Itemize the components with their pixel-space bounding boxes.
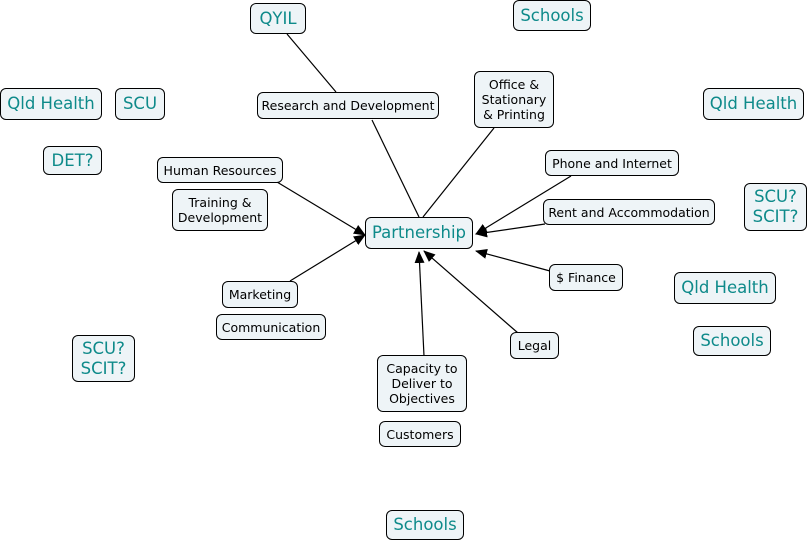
node-rent-and-accommodation[interactable]: Rent and Accommodation — [543, 199, 715, 225]
node-legal[interactable]: Legal — [510, 332, 559, 359]
node-finance[interactable]: $ Finance — [549, 264, 623, 291]
node-customers[interactable]: Customers — [379, 421, 461, 447]
node-communication[interactable]: Communication — [216, 314, 326, 340]
link-qyil-research — [286, 33, 337, 93]
link-office-partnership — [422, 127, 495, 218]
node-qld-health-right-mid[interactable]: Qld Health — [674, 272, 776, 304]
node-partnership[interactable]: Partnership — [365, 217, 473, 249]
arrow-phone-partnership — [475, 175, 572, 235]
arrow-legal-partnership — [423, 250, 519, 334]
node-marketing[interactable]: Marketing — [222, 281, 298, 308]
node-scu-scit-right[interactable]: SCU? SCIT? — [744, 183, 807, 231]
node-human-resources[interactable]: Human Resources — [157, 157, 283, 183]
node-research-and-development[interactable]: Research and Development — [257, 92, 439, 119]
node-det[interactable]: DET? — [43, 146, 102, 175]
link-research-partnership — [371, 119, 420, 218]
node-phone-and-internet[interactable]: Phone and Internet — [545, 150, 679, 176]
node-scu-scit-left[interactable]: SCU? SCIT? — [72, 335, 135, 382]
node-training-and-development[interactable]: Training & Development — [172, 189, 268, 231]
arrow-marketing-partnership — [289, 234, 366, 282]
node-scu-left[interactable]: SCU — [115, 88, 165, 120]
node-office-stationary-printing[interactable]: Office & Stationary & Printing — [474, 71, 554, 128]
node-capacity-to-deliver[interactable]: Capacity to Deliver to Objectives — [377, 355, 467, 412]
arrow-capacity-partnership — [414, 251, 425, 357]
arrow-rent-partnership — [475, 223, 546, 238]
node-schools-bottom[interactable]: Schools — [386, 510, 464, 540]
arrow-hr-partnership — [276, 181, 366, 236]
node-qld-health-right-top[interactable]: Qld Health — [703, 88, 804, 120]
node-qyil[interactable]: QYIL — [250, 3, 306, 34]
node-schools-right[interactable]: Schools — [693, 326, 771, 356]
arrow-finance-partnership — [475, 249, 551, 272]
node-schools-top[interactable]: Schools — [513, 0, 591, 31]
node-qld-health-left[interactable]: Qld Health — [0, 88, 102, 120]
